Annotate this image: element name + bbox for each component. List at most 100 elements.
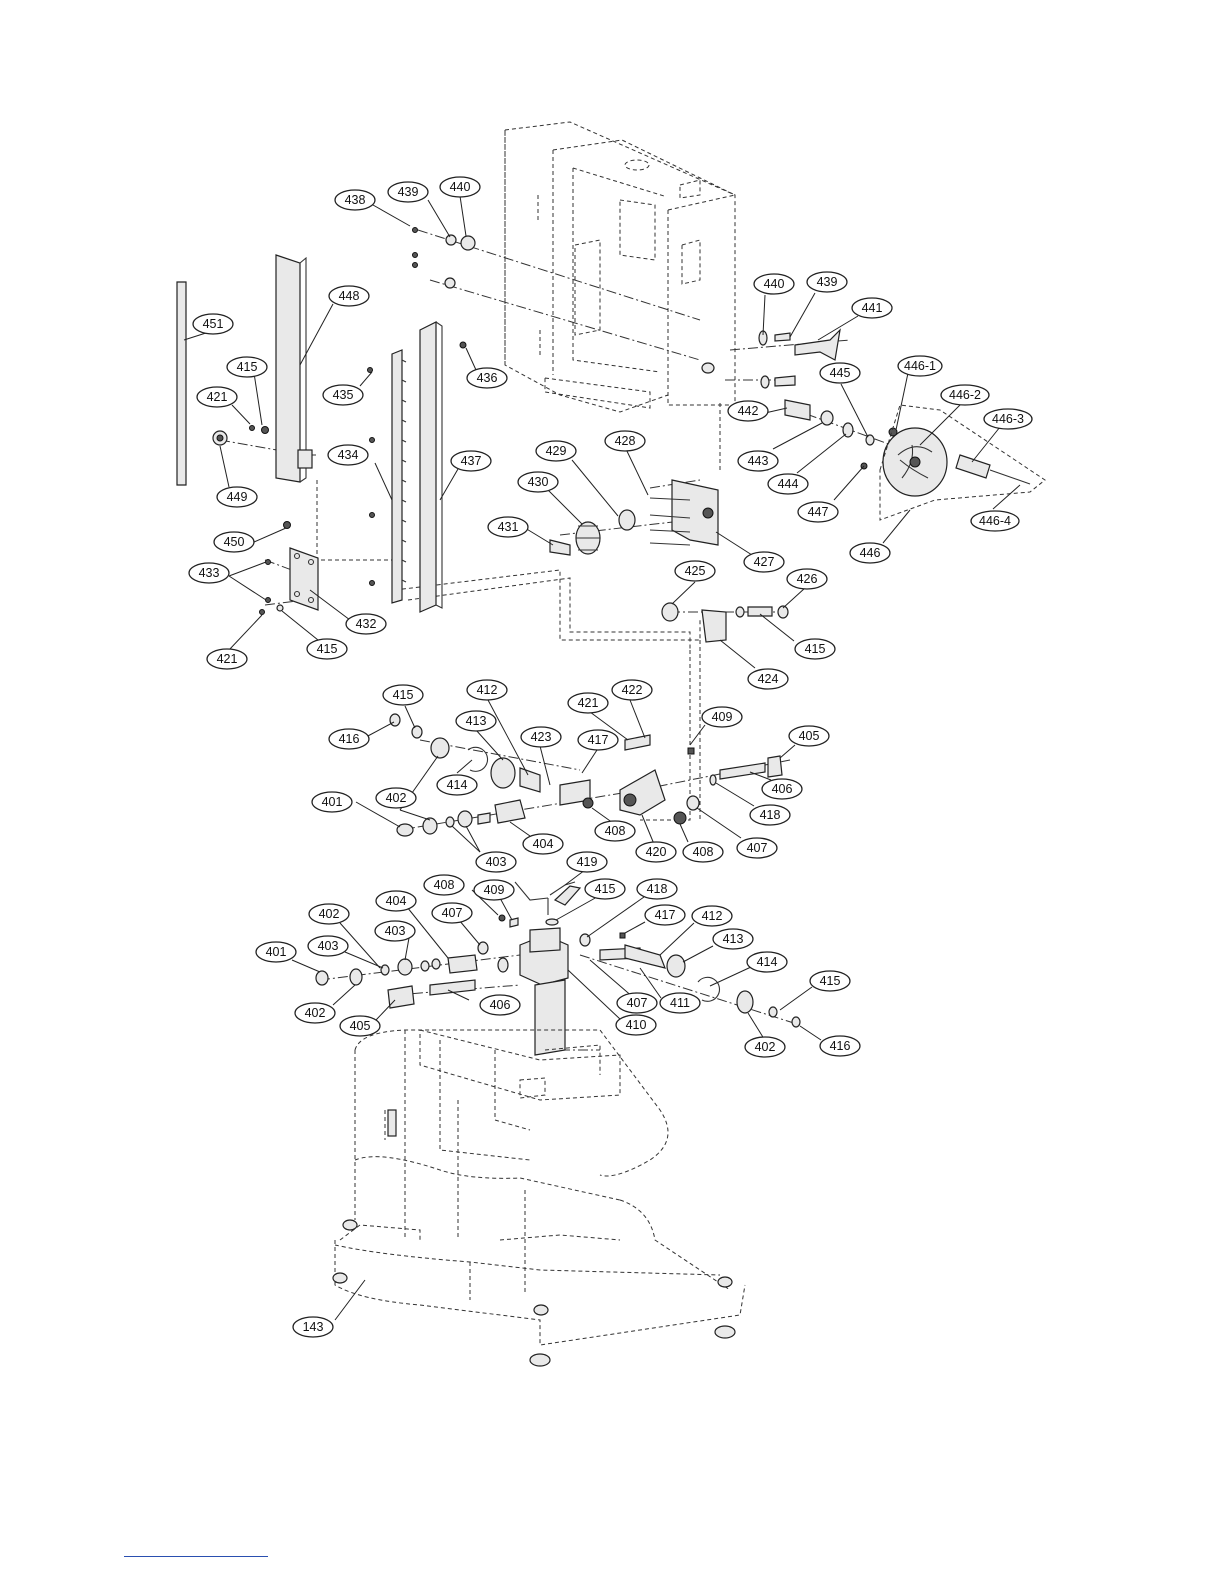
callout-408: 408: [682, 841, 724, 863]
svg-text:418: 418: [647, 882, 668, 896]
callout-438: 438: [334, 189, 376, 211]
callout-403: 403: [374, 920, 416, 942]
callout-404: 404: [375, 890, 417, 912]
callout-432: 432: [345, 613, 387, 635]
svg-text:448: 448: [339, 289, 360, 303]
svg-text:438: 438: [345, 193, 366, 207]
callout-428: 428: [604, 430, 646, 452]
svg-text:413: 413: [466, 714, 487, 728]
part-451: [176, 281, 187, 486]
svg-text:423: 423: [531, 730, 552, 744]
svg-text:439: 439: [398, 185, 419, 199]
svg-text:415: 415: [393, 688, 414, 702]
callout-407: 407: [616, 992, 658, 1014]
part-413-middle: [490, 757, 516, 789]
callout-430: 430: [517, 471, 559, 493]
callout-402: 402: [308, 903, 350, 925]
part-442: [784, 399, 811, 421]
callout-443: 443: [737, 450, 779, 472]
part-424: [701, 609, 727, 643]
callout-403: 403: [307, 935, 349, 957]
svg-text:440: 440: [450, 180, 471, 194]
svg-text:425: 425: [685, 564, 706, 578]
svg-text:415: 415: [820, 974, 841, 988]
svg-text:411: 411: [670, 996, 690, 1010]
part-411: [624, 944, 666, 969]
svg-text:406: 406: [490, 998, 511, 1012]
callout-440: 440: [753, 273, 795, 295]
callout-414: 414: [746, 951, 788, 973]
callout-408: 408: [423, 874, 465, 896]
svg-text:404: 404: [386, 894, 407, 908]
svg-text:407: 407: [442, 906, 463, 920]
svg-text:414: 414: [447, 778, 468, 792]
svg-text:407: 407: [627, 996, 648, 1010]
callout-429: 429: [535, 440, 577, 462]
part-402-middle: [430, 737, 450, 759]
part-427: [671, 479, 719, 546]
callout-427: 427: [743, 551, 785, 573]
callout-448: 448: [328, 285, 370, 307]
callout-440: 440: [439, 176, 481, 198]
part-448: [275, 254, 301, 483]
callout-445: 445: [819, 362, 861, 384]
svg-text:446-4: 446-4: [979, 514, 1011, 528]
callout-439: 439: [806, 271, 848, 293]
svg-text:445: 445: [830, 366, 851, 380]
part-446-3: [955, 454, 991, 479]
svg-text:430: 430: [528, 475, 549, 489]
svg-text:412: 412: [477, 683, 498, 697]
parts: [176, 227, 1046, 1367]
part-401-lower: [315, 970, 329, 986]
callout-435: 435: [322, 384, 364, 406]
svg-text:415: 415: [595, 882, 616, 896]
svg-text:402: 402: [319, 907, 340, 921]
svg-text:440: 440: [764, 277, 785, 291]
callout-412: 412: [691, 905, 733, 927]
callout-410: 410: [615, 1014, 657, 1036]
part-405-middle: [767, 755, 783, 778]
svg-text:442: 442: [738, 404, 759, 418]
svg-text:403: 403: [486, 855, 507, 869]
svg-text:431: 431: [498, 520, 519, 534]
callout-414: 414: [436, 774, 478, 796]
callout-449: 449: [216, 486, 258, 508]
svg-text:404: 404: [533, 837, 554, 851]
callout-407: 407: [736, 837, 778, 859]
callout-442: 442: [727, 400, 769, 422]
svg-text:408: 408: [605, 824, 626, 838]
svg-text:409: 409: [712, 710, 733, 724]
callout-433: 433: [188, 562, 230, 584]
callout-447: 447: [797, 501, 839, 523]
callout-423: 423: [520, 726, 562, 748]
callout-415: 415: [382, 684, 424, 706]
svg-text:402: 402: [386, 791, 407, 805]
svg-text:421: 421: [578, 696, 599, 710]
part-401-middle: [396, 823, 414, 837]
callout-415: 415: [306, 638, 348, 660]
callout-420: 420: [635, 841, 677, 863]
footer-rule: [124, 1556, 268, 1557]
svg-text:447: 447: [808, 505, 829, 519]
callout-402: 402: [294, 1002, 336, 1024]
callout-421: 421: [196, 386, 238, 408]
svg-text:415: 415: [317, 642, 338, 656]
svg-text:422: 422: [622, 683, 643, 697]
callout-404: 404: [522, 833, 564, 855]
svg-text:434: 434: [338, 448, 359, 462]
callout-415: 415: [809, 970, 851, 992]
callout-406: 406: [761, 778, 803, 800]
svg-text:446-1: 446-1: [904, 359, 936, 373]
callout-401: 401: [311, 791, 353, 813]
callout-421: 421: [206, 648, 248, 670]
callout-426: 426: [786, 568, 828, 590]
svg-text:444: 444: [778, 477, 799, 491]
callout-411: 411: [659, 992, 701, 1014]
svg-text:415: 415: [805, 642, 826, 656]
callout-421: 421: [567, 692, 609, 714]
svg-text:446: 446: [860, 546, 881, 560]
part-429: [618, 509, 636, 531]
svg-text:408: 408: [434, 878, 455, 892]
part-404-middle: [494, 799, 526, 824]
